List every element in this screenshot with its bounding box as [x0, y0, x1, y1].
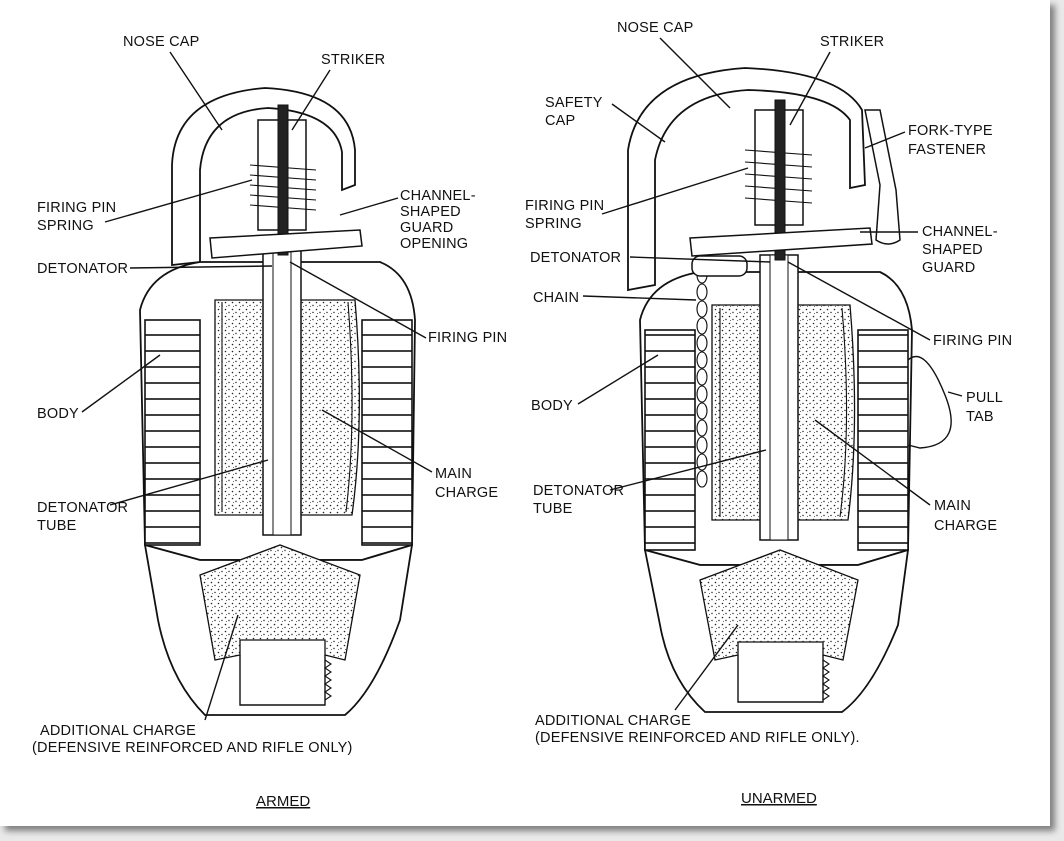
- armed-label-firing-pin: FIRING PIN: [428, 330, 507, 346]
- armed-label-body: BODY: [37, 406, 79, 422]
- unarmed-label-body: BODY: [531, 398, 573, 414]
- unarmed-label-nose-cap: NOSE CAP: [617, 20, 694, 36]
- unarmed-label-fork-2: FASTENER: [908, 142, 986, 158]
- armed-nose-cap: [171, 87, 356, 267]
- unarmed-safety-cap: [627, 67, 866, 292]
- unarmed-label-chain: CHAIN: [533, 290, 579, 306]
- unarmed-label-safety-cap-2: CAP: [545, 113, 575, 129]
- armed-additional-charge: [199, 544, 361, 661]
- unarmed-label-firing-pin-spring-2: SPRING: [525, 216, 582, 232]
- armed-label-channel-2: SHAPED: [400, 204, 461, 220]
- armed-label-detonator: DETONATOR: [37, 261, 128, 277]
- diagram-page: NOSE CAP STRIKER FIRING PIN SPRING CHANN…: [0, 0, 1050, 826]
- unarmed-label-additional-2: (DEFENSIVE REINFORCED AND RIFLE ONLY).: [535, 730, 860, 746]
- armed-label-additional-2: (DEFENSIVE REINFORCED AND RIFLE ONLY): [32, 740, 353, 756]
- unarmed-pull-tab: [907, 355, 952, 449]
- unarmed-label-pull-tab-1: PULL: [966, 390, 1003, 406]
- unarmed-label-channel-3: GUARD: [922, 260, 975, 276]
- unarmed-label-safety-cap-1: SAFETY: [545, 95, 603, 111]
- armed-label-firing-pin-spring-1: FIRING PIN: [37, 200, 116, 216]
- armed-label-nose-cap: NOSE CAP: [123, 34, 200, 50]
- armed-label-detonator-tube-2: TUBE: [37, 518, 77, 534]
- armed-label-main-charge-2: CHARGE: [435, 485, 498, 501]
- armed-label-channel-3: GUARD: [400, 220, 453, 236]
- unarmed-label-detonator: DETONATOR: [530, 250, 621, 266]
- armed-ribs-left: [144, 319, 201, 546]
- unarmed-guard-plate: [689, 227, 873, 257]
- unarmed-additional-charge: [699, 549, 859, 661]
- unarmed-fork-fastener: [864, 109, 901, 245]
- unarmed-labels: NOSE CAP STRIKER SAFETY CAP FORK-TYPE FA…: [525, 20, 1012, 807]
- unarmed-label-main-charge-2: CHARGE: [934, 518, 997, 534]
- unarmed-label-pull-tab-2: TAB: [966, 409, 994, 425]
- unarmed-caption: UNARMED: [741, 790, 817, 807]
- armed-caption: ARMED: [256, 793, 310, 810]
- unarmed-label-detonator-tube-1: DETONATOR: [533, 483, 624, 499]
- unarmed-label-main-charge-1: MAIN: [934, 498, 971, 514]
- grenade-cutaway-diagrams: NOSE CAP STRIKER FIRING PIN SPRING CHANN…: [32, 20, 1012, 810]
- unarmed-label-firing-pin: FIRING PIN: [933, 333, 1012, 349]
- unarmed-label-striker: STRIKER: [820, 34, 884, 50]
- unarmed-label-channel-2: SHAPED: [922, 242, 983, 258]
- armed-guard-plate: [209, 229, 363, 259]
- armed-labels: NOSE CAP STRIKER FIRING PIN SPRING CHANN…: [32, 34, 507, 810]
- armed-label-additional-1: ADDITIONAL CHARGE: [40, 723, 196, 739]
- unarmed-label-channel-1: CHANNEL-: [922, 224, 998, 240]
- armed-label-striker: STRIKER: [321, 52, 385, 68]
- armed-label-channel-4: OPENING: [400, 236, 468, 252]
- armed-ribs-right: [361, 319, 413, 546]
- armed-label-main-charge-1: MAIN: [435, 466, 472, 482]
- unarmed-ribs-right: [857, 329, 909, 551]
- unarmed-ribs-left: [644, 329, 696, 551]
- armed-label-channel-1: CHANNEL-: [400, 188, 476, 204]
- unarmed-label-detonator-tube-2: TUBE: [533, 501, 573, 517]
- armed-grenade-drawing: [139, 87, 416, 716]
- unarmed-grenade-drawing: [627, 67, 952, 713]
- unarmed-label-fork-1: FORK-TYPE: [908, 123, 993, 139]
- unarmed-label-additional-1: ADDITIONAL CHARGE: [535, 713, 691, 729]
- armed-label-detonator-tube-1: DETONATOR: [37, 500, 128, 516]
- armed-label-firing-pin-spring-2: SPRING: [37, 218, 94, 234]
- unarmed-label-firing-pin-spring-1: FIRING PIN: [525, 198, 604, 214]
